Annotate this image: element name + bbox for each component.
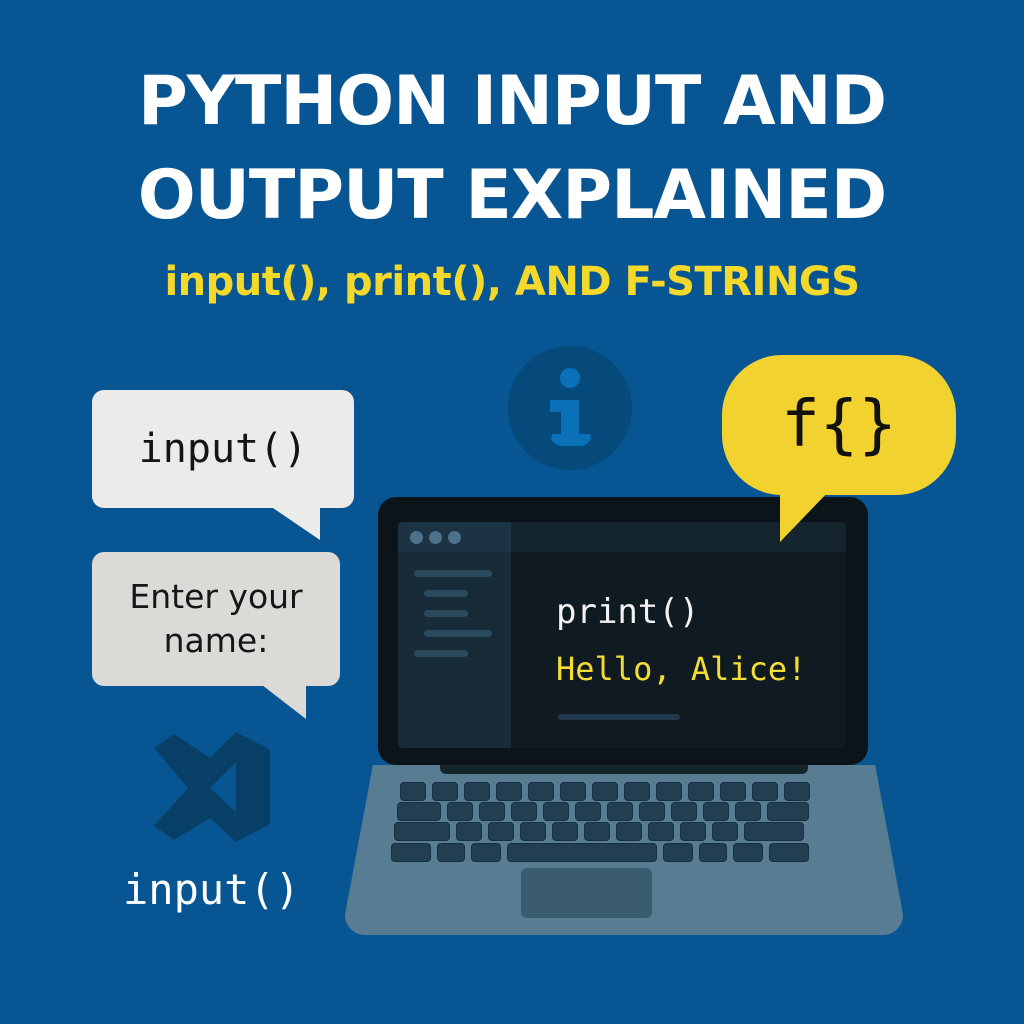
input-bubble-tail <box>270 506 320 540</box>
prompt-bubble-tail <box>262 685 306 719</box>
title-line-1: PYTHON INPUT AND <box>137 62 887 141</box>
input-speech-bubble: input() <box>92 390 354 508</box>
editor-titlebar <box>511 522 846 552</box>
code-output: Hello, Alice! <box>556 650 807 688</box>
input-bubble-text: input() <box>138 426 308 472</box>
laptop-hinge <box>440 762 808 774</box>
fstring-bubble-text: f{} <box>781 388 897 462</box>
subtitle: input(), print(), AND F-STRINGS <box>0 262 1024 302</box>
laptop-screen: print() Hello, Alice! <box>398 522 846 748</box>
code-placeholder-line <box>558 714 680 720</box>
subtitle-fstrings: AND F-STRINGS <box>514 259 860 305</box>
title-line-2: OUTPUT EXPLAINED <box>137 156 887 235</box>
prompt-speech-bubble: Enter your name: <box>92 552 340 686</box>
editor-sidebar <box>398 522 511 748</box>
prompt-line-1: Enter your <box>129 577 303 616</box>
prompt-line-2: name: <box>163 621 269 660</box>
trackpad <box>521 868 652 918</box>
code-print: print() <box>556 592 700 632</box>
bottom-input-label: input() <box>123 865 301 914</box>
fstring-speech-bubble: f{} <box>722 355 956 495</box>
vscode-logo-icon <box>154 732 270 842</box>
info-icon <box>508 346 632 470</box>
subtitle-functions: input(), print(), <box>164 259 502 305</box>
window-controls <box>410 531 461 544</box>
